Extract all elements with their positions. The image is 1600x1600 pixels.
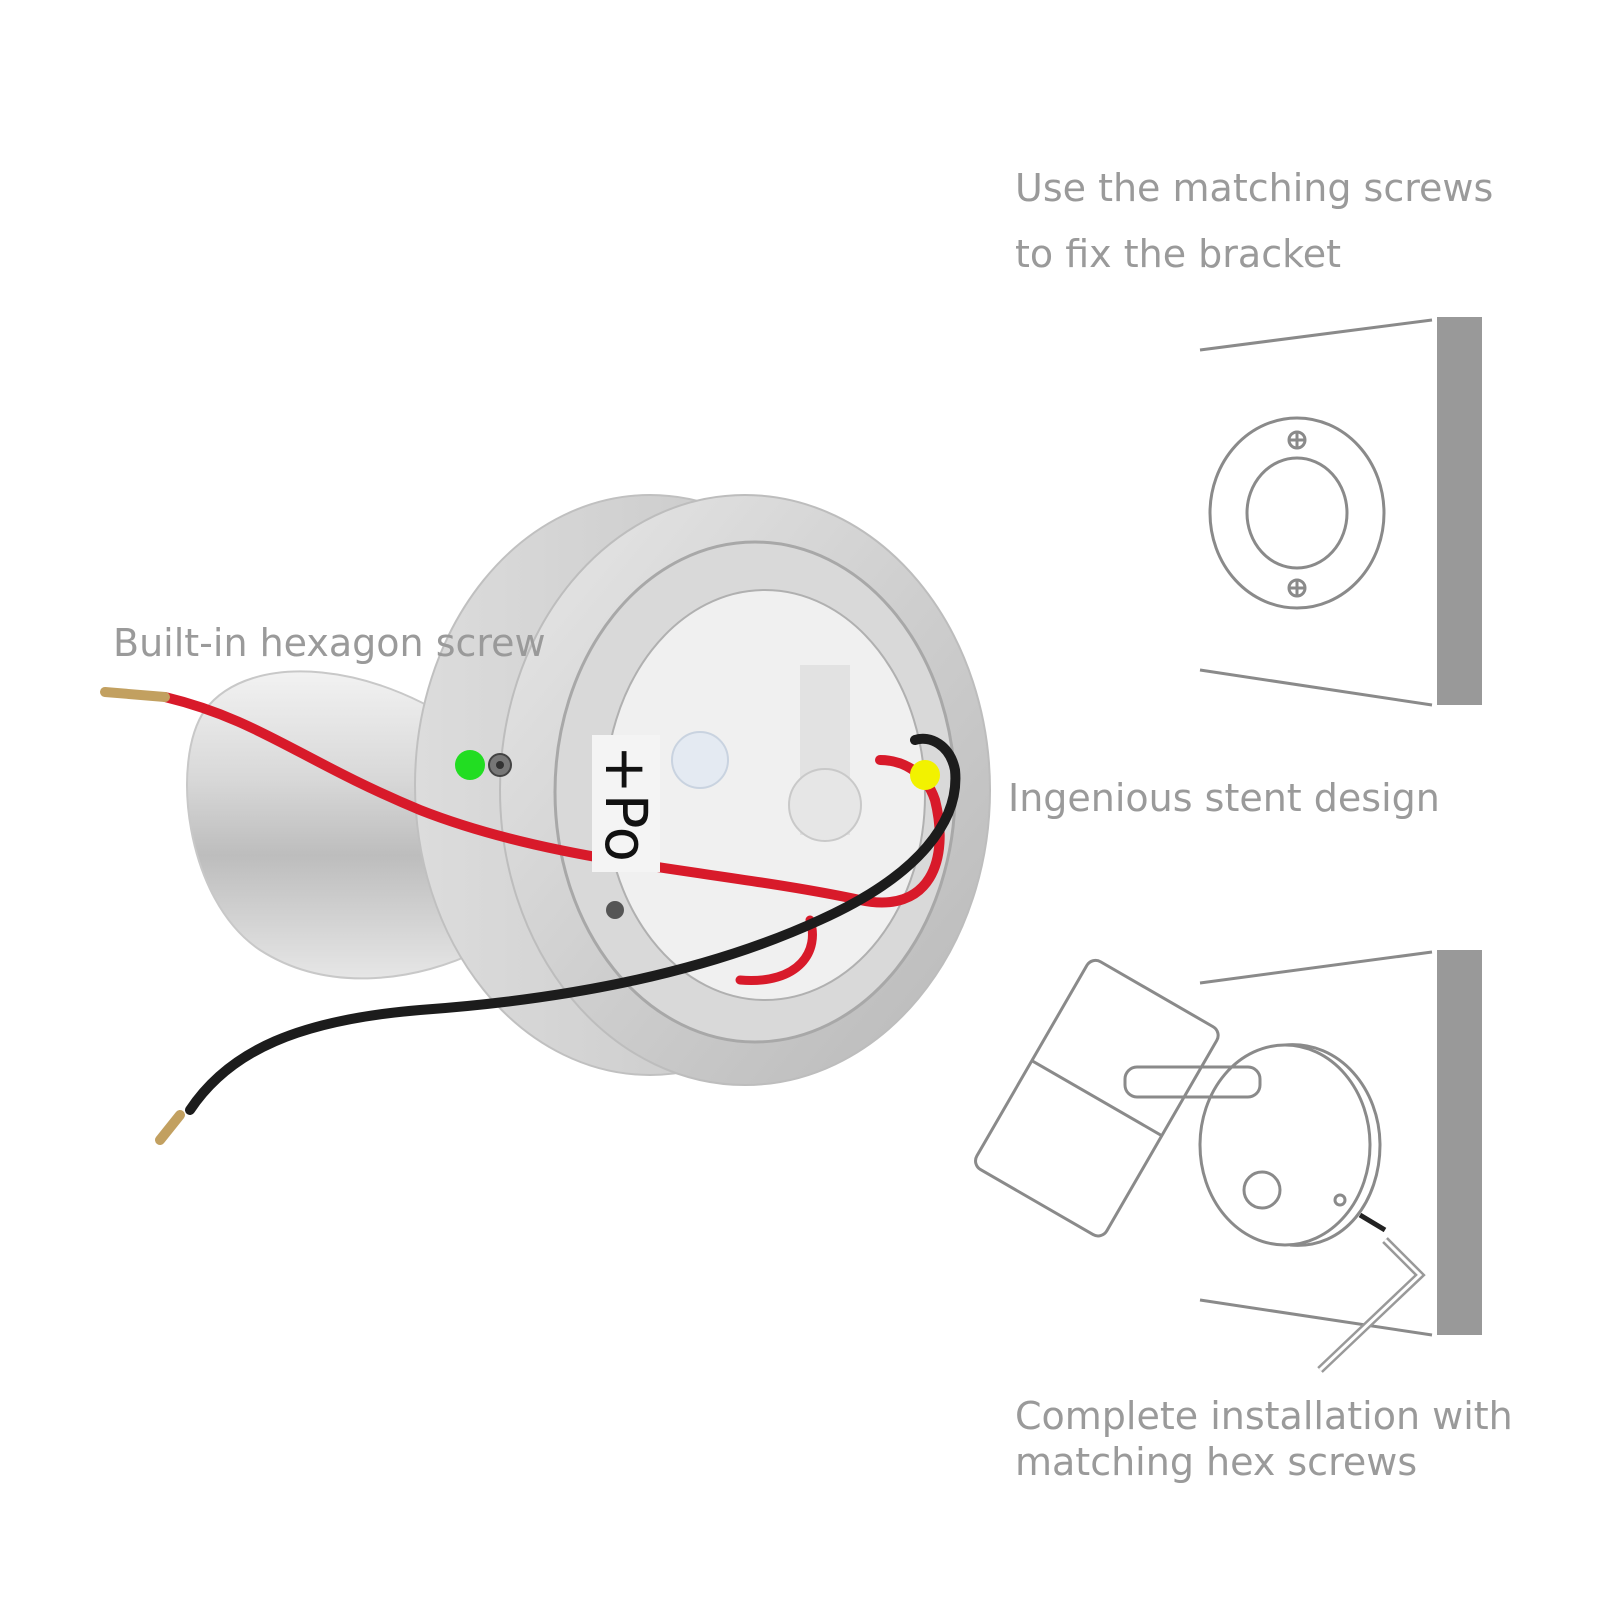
- screw-icon: [1287, 430, 1307, 450]
- caption-line: to fix the bracket: [1015, 232, 1342, 276]
- wall-strip-top: [1437, 317, 1482, 705]
- power-tape-label: +Po: [592, 735, 660, 872]
- diagram-complete-install: [974, 950, 1433, 1373]
- caption-line: Complete installation with: [1015, 1394, 1513, 1438]
- hex-screw-marker: [455, 750, 485, 780]
- stent-marker: [910, 760, 940, 790]
- caption-matching-screws: Use the matching screws to fix the brack…: [1015, 155, 1493, 287]
- diagram-wall-bracket: [1199, 318, 1433, 707]
- lamp-arm: [186, 670, 481, 980]
- caption-line: Use the matching screws: [1015, 166, 1494, 210]
- hex-screw: [488, 753, 512, 777]
- red-wire: [160, 692, 945, 908]
- caption-stent-design: Ingenious stent design: [1008, 776, 1440, 820]
- caption-complete-installation: Complete installation with matching hex …: [1015, 1393, 1513, 1485]
- red-wire-inner: [735, 915, 817, 985]
- black-wire: [185, 733, 961, 1115]
- wires: [100, 687, 961, 1145]
- caption-hexagon-screw: Built-in hexagon screw: [113, 621, 546, 665]
- red-wire-tip: [100, 687, 170, 702]
- black-wire-tip: [155, 1110, 185, 1145]
- screw-icon: [1287, 578, 1307, 598]
- wall-strip-bottom: [1437, 950, 1482, 1335]
- caption-line: matching hex screws: [1015, 1440, 1418, 1484]
